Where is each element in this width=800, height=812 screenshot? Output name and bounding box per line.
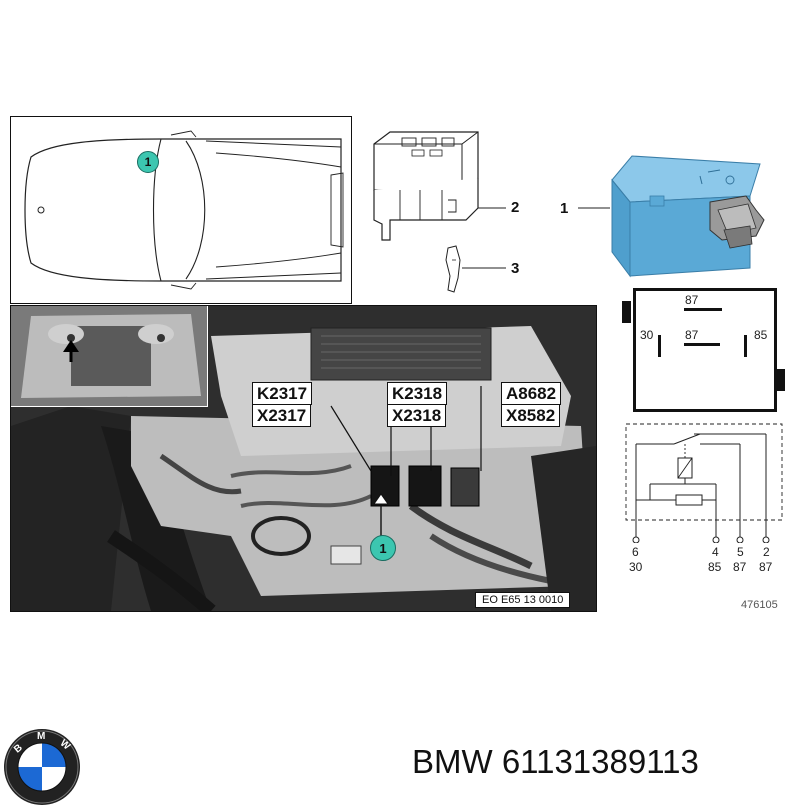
schematic-pin-4-terminal: 85	[708, 560, 722, 574]
socket-callout: 2	[511, 199, 520, 216]
relay-face-right-notch	[776, 369, 785, 391]
relay-callout: 1	[560, 200, 569, 217]
relay-pin-face: 87 87 30 85	[622, 288, 785, 412]
relay-face-left-label: 30	[640, 328, 654, 342]
relay-face-top-blade	[684, 308, 722, 311]
photo-marker: 1	[370, 535, 396, 561]
car-location-marker-text: 1	[144, 155, 152, 169]
label-x8582: X8582	[501, 404, 561, 427]
schematic-pin-6-terminal: 30	[629, 560, 643, 574]
schematic-pin-6-number: 6	[632, 545, 639, 559]
bmw-logo-roundel: B M W	[4, 729, 80, 805]
brand-name: BMW	[412, 743, 493, 780]
terminal-callout: 3	[511, 260, 520, 277]
schematic-pin-5-terminal: 87	[733, 560, 747, 574]
relay-face-right-label: 85	[754, 328, 768, 342]
schematic-pin-4-number: 4	[712, 545, 719, 559]
relay-drawing	[578, 155, 765, 278]
photo-inset	[11, 306, 208, 407]
photo-reference: EO E65 13 0010	[475, 592, 571, 608]
schematic-pin-2-number: 2	[763, 545, 770, 559]
photo-scene	[11, 306, 596, 611]
bmw-logo-letter-m: M	[37, 731, 45, 742]
car-location-marker: 1	[137, 151, 159, 173]
relay-face-left-notch	[622, 301, 631, 323]
photo-marker-text: 1	[379, 540, 387, 556]
label-k2318: K2318	[387, 382, 448, 405]
car-location-view: 1	[10, 116, 352, 304]
relay-face-top-label: 87	[685, 293, 699, 307]
relay-schematic	[625, 423, 783, 543]
bmw-logo: B M W	[2, 727, 82, 807]
car-outline	[24, 130, 344, 290]
label-x2317: X2317	[252, 404, 312, 427]
relay-face-right-blade	[744, 335, 747, 357]
brand-line: BMW 61131389113	[412, 743, 699, 781]
part-number: 61131389113	[501, 743, 699, 780]
figure-number: 476105	[741, 599, 778, 611]
relay-face-middle-label: 87	[685, 328, 699, 342]
schematic-pin-2-terminal: 87	[759, 560, 773, 574]
relay-socket-drawing	[373, 131, 506, 293]
label-a8682: A8682	[501, 382, 562, 405]
installation-photo: K2317 X2317 K2318 X2318 A8682 X8582 1 EO…	[10, 305, 597, 612]
label-x2318: X2318	[387, 404, 447, 427]
inset-scene	[11, 306, 207, 406]
label-k2317: K2317	[252, 382, 313, 405]
relay-face-left-blade	[658, 335, 661, 357]
schematic-pin-5-number: 5	[737, 545, 744, 559]
relay-face-middle-blade	[684, 343, 720, 346]
